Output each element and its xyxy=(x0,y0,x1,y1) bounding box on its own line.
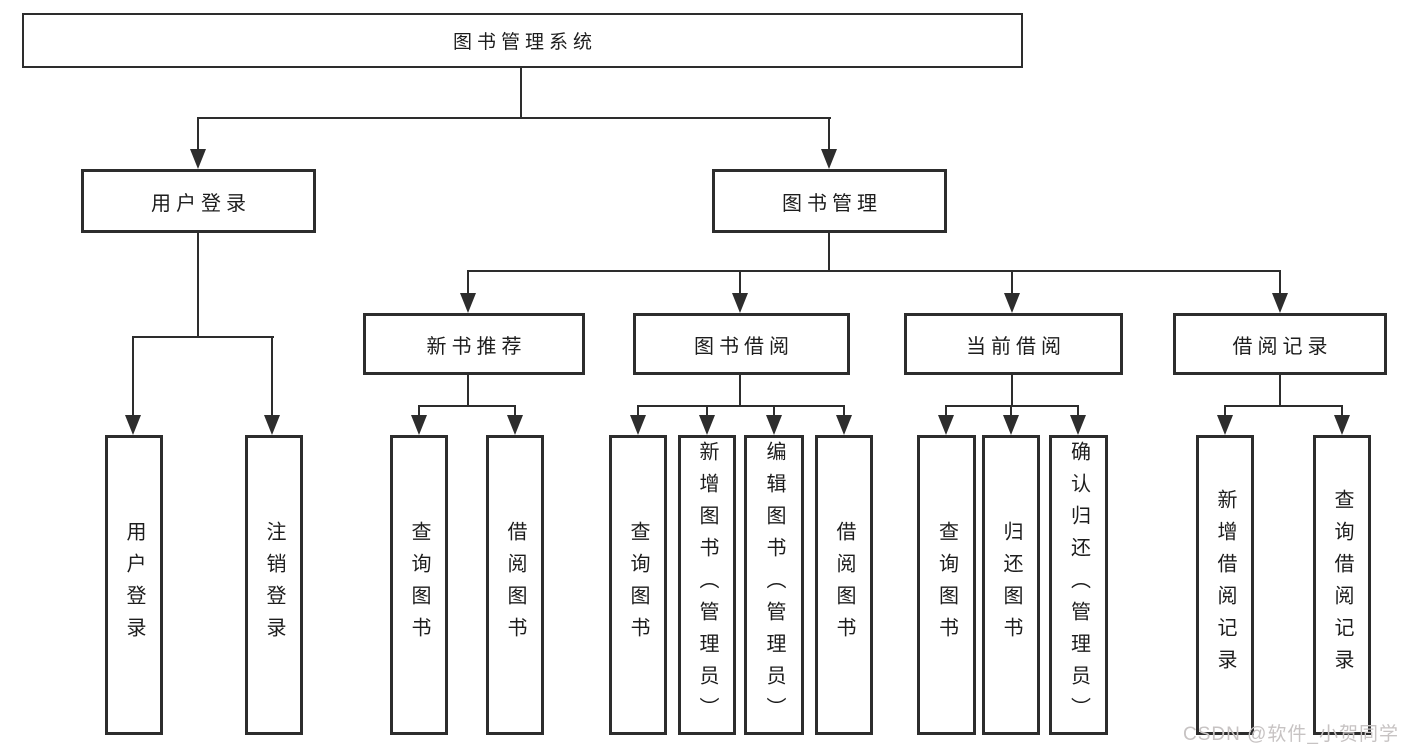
arrow-down-icon xyxy=(1070,415,1086,435)
leaf-label: 新增借阅记录 xyxy=(1214,489,1236,681)
arrow-down-icon xyxy=(821,149,837,169)
connector-line xyxy=(197,231,199,337)
arrow-down-icon xyxy=(1003,415,1019,435)
arrow-down-icon xyxy=(766,415,782,435)
connector-line xyxy=(739,270,741,295)
connector-line xyxy=(467,270,469,295)
arrow-down-icon xyxy=(630,415,646,435)
connector-line xyxy=(1224,405,1343,407)
connector-line xyxy=(1011,374,1013,407)
arrow-down-icon xyxy=(264,415,280,435)
arrow-down-icon xyxy=(732,293,748,313)
connector-line xyxy=(514,405,516,416)
leaf-user-login: 用户登录 xyxy=(105,435,163,735)
node-current-borrow: 当前借阅 xyxy=(904,313,1123,375)
connector-line xyxy=(637,405,845,407)
node-user-login: 用户登录 xyxy=(81,169,316,233)
node-book-borrow: 图书借阅 xyxy=(633,313,850,375)
leaf-label: 借阅图书 xyxy=(504,521,526,649)
leaf-label: 用户登录 xyxy=(123,521,145,649)
leaf-label: 新增图书（管理员） xyxy=(696,441,718,729)
arrow-down-icon xyxy=(190,149,206,169)
arrow-down-icon xyxy=(411,415,427,435)
leaf-query-book-borrow: 查询图书 xyxy=(609,435,667,735)
node-label: 当前借阅 xyxy=(966,335,1066,358)
leaf-label: 确认归还（管理员） xyxy=(1067,441,1090,729)
leaf-edit-book-admin: 编辑图书（管理员） xyxy=(744,435,804,735)
connector-line xyxy=(1010,405,1012,416)
connector-line xyxy=(945,405,1079,407)
node-new-book-recommend: 新书推荐 xyxy=(363,313,585,375)
leaf-confirm-return-admin: 确认归还（管理员） xyxy=(1049,435,1108,735)
node-label: 用户登录 xyxy=(151,192,251,215)
node-label: 新书推荐 xyxy=(426,335,527,358)
connector-line xyxy=(197,117,199,150)
connector-line xyxy=(271,336,273,416)
connector-line xyxy=(773,405,775,416)
connector-line xyxy=(197,117,831,119)
leaf-label: 查询借阅记录 xyxy=(1331,489,1353,681)
connector-line xyxy=(132,336,274,338)
leaf-label: 查询图书 xyxy=(935,521,958,649)
connector-line xyxy=(945,405,947,416)
connector-line xyxy=(706,405,708,416)
leaf-label: 编辑图书（管理员） xyxy=(763,441,785,729)
leaf-label: 查询图书 xyxy=(627,521,649,649)
arrow-down-icon xyxy=(1272,293,1288,313)
watermark: CSDN @软件_小贺同学 xyxy=(1183,724,1399,745)
connector-line xyxy=(418,405,516,407)
leaf-add-borrow-record: 新增借阅记录 xyxy=(1196,435,1254,735)
leaf-label: 查询图书 xyxy=(408,521,430,649)
connector-line xyxy=(520,66,522,118)
arrow-down-icon xyxy=(1217,415,1233,435)
arrow-down-icon xyxy=(1004,293,1020,313)
connector-line xyxy=(828,117,830,150)
leaf-logout: 注销登录 xyxy=(245,435,303,735)
connector-line xyxy=(467,374,469,407)
node-borrow-records: 借阅记录 xyxy=(1173,313,1387,375)
node-book-management: 图书管理 xyxy=(712,169,947,233)
connector-line xyxy=(637,405,639,416)
connector-line xyxy=(132,336,134,416)
node-label: 图书管理 xyxy=(782,192,882,215)
arrow-down-icon xyxy=(836,415,852,435)
connector-line xyxy=(1341,405,1343,416)
leaf-query-book-current: 查询图书 xyxy=(917,435,976,735)
node-label: 图书借阅 xyxy=(694,335,794,358)
connector-line xyxy=(1279,270,1281,295)
connector-line xyxy=(418,405,420,416)
connector-line xyxy=(828,231,830,272)
node-root-label: 图书管理系统 xyxy=(452,32,597,53)
connector-line xyxy=(843,405,845,416)
connector-line xyxy=(1011,270,1013,295)
connector-line xyxy=(1077,405,1079,416)
connector-line xyxy=(739,374,741,407)
leaf-add-book-admin: 新增图书（管理员） xyxy=(678,435,736,735)
connector-line xyxy=(1224,405,1226,416)
leaf-query-book-recommend: 查询图书 xyxy=(390,435,448,735)
leaf-borrow-book-recommend: 借阅图书 xyxy=(486,435,544,735)
arrow-down-icon xyxy=(460,293,476,313)
arrow-down-icon xyxy=(1334,415,1350,435)
leaf-query-borrow-record: 查询借阅记录 xyxy=(1313,435,1371,735)
connector-line xyxy=(1279,374,1281,407)
arrow-down-icon xyxy=(507,415,523,435)
arrow-down-icon xyxy=(938,415,954,435)
leaf-label: 借阅图书 xyxy=(833,521,855,649)
node-label: 借阅记录 xyxy=(1232,335,1333,358)
leaf-return-book: 归还图书 xyxy=(982,435,1040,735)
leaf-borrow-book: 借阅图书 xyxy=(815,435,873,735)
leaf-label: 归还图书 xyxy=(1000,521,1022,649)
leaf-label: 注销登录 xyxy=(263,521,285,649)
arrow-down-icon xyxy=(125,415,141,435)
arrow-down-icon xyxy=(699,415,715,435)
node-root: 图书管理系统 xyxy=(22,13,1023,68)
connector-line xyxy=(467,270,1281,272)
